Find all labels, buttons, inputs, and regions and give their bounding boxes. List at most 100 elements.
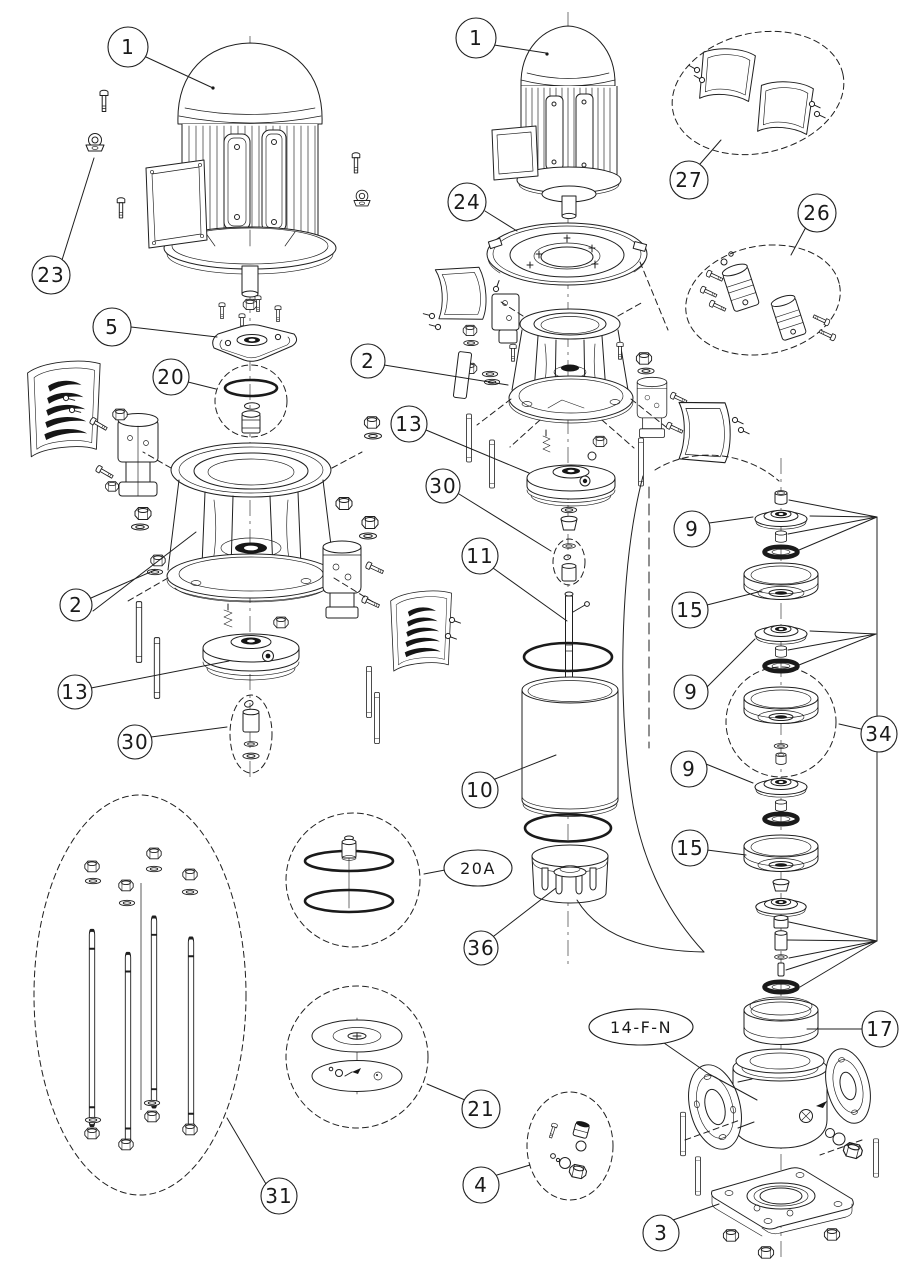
callout-balloons: 1 23 1 24 27 26 5 20 2 13 30 11 2 13 30 … [31,17,899,1252]
pump-head-left [166,442,336,603]
base-disc-middle [526,429,616,531]
callout-36: 36 [463,930,499,966]
coupling-half-left [88,408,159,497]
callout-13-middle: 13 [390,405,428,443]
svg-text:30: 30 [429,474,456,498]
coupling-kit-20 [214,364,288,438]
coupling-guard-middle-right [676,400,751,464]
svg-text:27: 27 [675,168,702,192]
svg-text:1: 1 [121,35,135,59]
assembly-dashed-lines [127,261,863,1156]
callout-10: 10 [461,771,499,809]
svg-text:21: 21 [467,1097,494,1121]
stage-kit-34-ellipse [725,666,837,778]
motor-stool-plate-24 [486,222,648,286]
base-disc-left [202,603,300,681]
svg-text:15: 15 [676,598,703,622]
svg-text:9: 9 [682,757,696,781]
seal-kit-30-middle [552,538,586,586]
svg-text:2: 2 [361,349,375,373]
callout-34: 34 [860,715,898,753]
motor-stool-flange [212,295,298,362]
staybolt-kit-31 [33,794,247,1196]
shaft-clamp-middle [462,279,520,346]
callout-26: 26 [797,193,837,233]
motor-middle [491,25,622,220]
svg-text:31: 31 [265,1184,292,1208]
svg-text:20A: 20A [460,859,496,878]
suction-flange [688,1064,742,1150]
callout-24: 24 [447,182,487,222]
suction-strainer-36 [531,844,609,904]
wear-plate-kit-21 [285,985,429,1129]
callout-20: 20 [152,358,190,396]
callout-5: 5 [92,307,132,347]
svg-text:1: 1 [469,26,483,50]
base-plate-3 [680,1111,879,1259]
shaft-coupling-kit-26 [685,244,841,356]
pump-head-middle [508,308,634,424]
svg-text:13: 13 [395,412,422,436]
svg-text:10: 10 [466,778,493,802]
callout-17: 17 [861,1010,899,1048]
svg-text:9: 9 [685,517,699,541]
callout-9-mid: 9 [673,674,709,710]
outer-sleeve-10 [521,676,619,817]
svg-text:34: 34 [865,722,892,746]
svg-text:2: 2 [69,593,83,617]
callout-3: 3 [642,1214,680,1252]
svg-text:5: 5 [105,315,119,339]
svg-text:36: 36 [467,936,494,960]
callout-27: 27 [669,160,709,200]
leader-lines [61,44,863,1221]
svg-text:9: 9 [684,680,698,704]
callout-30-middle: 30 [425,468,461,504]
svg-text:3: 3 [654,1221,668,1245]
sleeve-oring-bottom [523,813,613,843]
callout-31: 31 [260,1177,298,1215]
pump-head-middle-fasteners [452,341,655,489]
coupling-guard-middle-left [422,266,488,331]
stage-stack [725,490,837,1045]
callout-30-left: 30 [117,724,153,760]
discharge-flange [825,1048,871,1124]
terminal-box [145,159,208,249]
coupling-guard-kit-27 [671,30,845,156]
callout-2-left: 2 [59,588,93,622]
callout-9-top: 9 [673,510,711,548]
callout-2-middle: 2 [350,343,386,379]
coupling-guard-left-lower [390,590,462,672]
coupling-guard-left-upper [27,360,101,458]
callout-15-top: 15 [671,591,709,629]
callout-1-left: 1 [107,26,149,68]
svg-text:20: 20 [157,365,184,389]
callout-4: 4 [462,1166,500,1204]
svg-text:23: 23 [37,263,64,287]
callout-21: 21 [461,1089,501,1129]
oring-kit-20A [285,812,421,948]
seal-kit-30-left [229,694,273,774]
svg-text:15: 15 [676,836,703,860]
callout-20A: 20A [443,849,513,887]
motor-left [145,42,337,310]
priming-valve-middle [636,376,689,438]
svg-text:30: 30 [121,730,148,754]
pump-housing [688,1048,871,1161]
terminal-box-middle [491,125,539,181]
plug-kit-4 [526,1091,614,1201]
section-curves [576,454,780,953]
svg-text:17: 17 [866,1017,893,1041]
callout-14-F-N: 14-F-N [588,1008,694,1046]
svg-text:24: 24 [453,190,480,214]
callout-23: 23 [31,255,71,295]
svg-text:4: 4 [474,1173,488,1197]
svg-text:11: 11 [466,544,493,568]
svg-text:13: 13 [61,680,88,704]
callout-1-middle: 1 [455,17,497,59]
svg-text:26: 26 [803,201,830,225]
callout-15-bottom: 15 [671,829,709,867]
priming-valve-left [322,540,385,619]
callout-11: 11 [461,537,499,575]
